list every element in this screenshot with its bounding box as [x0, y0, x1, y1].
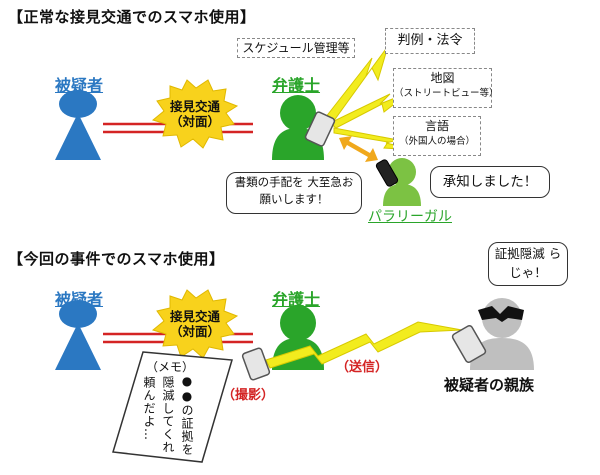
- meeting-line2-bottom: （対面）: [169, 324, 220, 339]
- meeting-line1-top: 接見交通: [169, 99, 220, 114]
- meeting-text-bottom: 接見交通 （対面）: [160, 309, 230, 339]
- memo-col1: ●●の証拠を: [180, 374, 194, 456]
- schedule-box: スケジュール管理等: [237, 38, 355, 58]
- paralegal-label: パラリーガル: [368, 209, 452, 225]
- map-label: 地図: [430, 71, 455, 85]
- lawyer-label-top: 弁護士: [272, 76, 321, 95]
- language-box: 言語 （外国人の場合）: [393, 116, 481, 156]
- memo-col3: 頼んだよ…: [142, 376, 156, 441]
- judgment-box: 判例・法令: [385, 28, 475, 54]
- paralegal-figure: [383, 158, 421, 206]
- memo-paper: [112, 351, 233, 463]
- meeting-line1-bottom: 接見交通: [169, 309, 220, 324]
- meeting-burst-top: [151, 79, 239, 149]
- relatives-label: 被疑者の親族: [444, 376, 535, 394]
- lawyer-label-bottom: 弁護士: [272, 290, 321, 309]
- double-arrow: [339, 136, 378, 162]
- suspect-label-top: 被疑者: [55, 76, 104, 95]
- photo-label: （撮影）: [222, 388, 275, 403]
- language-sub: （外国人の場合）: [398, 136, 475, 147]
- photo-phone-icon: [241, 347, 271, 381]
- meeting-line2-top: （対面）: [169, 114, 220, 129]
- destroy-bubble: 証拠隠滅 らじゃ！: [488, 242, 568, 286]
- memo-label: （メモ）: [146, 360, 195, 374]
- lawyer-figure-top: [272, 95, 324, 160]
- send-label: （送信）: [336, 360, 389, 375]
- meeting-text-top: 接見交通 （対面）: [160, 99, 230, 129]
- send-lightning: [265, 321, 463, 369]
- paralegal-phone-icon: [375, 159, 399, 187]
- suspect-figure-bottom: [55, 300, 101, 370]
- heading-normal-use: 【正常な接見交通でのスマホ使用】: [8, 8, 256, 26]
- map-box: 地図 （ストリートビュー等）: [393, 68, 499, 108]
- map-sub: （ストリートビュー等）: [394, 88, 499, 99]
- relatives-figure: [451, 298, 534, 370]
- suspect-label-bottom: 被疑者: [55, 290, 104, 309]
- reply-bubble: 承知しました！: [430, 166, 550, 198]
- request-bubble: 書類の手配を 大至急お願いします！: [226, 172, 362, 214]
- language-label: 言語: [424, 119, 449, 133]
- memo-col2: 隠滅してくれ: [161, 376, 175, 454]
- suspect-figure-top: [55, 90, 101, 160]
- lawyer-phone-icon: [304, 111, 336, 147]
- heading-this-case: 【今回の事件でのスマホ使用】: [8, 250, 225, 268]
